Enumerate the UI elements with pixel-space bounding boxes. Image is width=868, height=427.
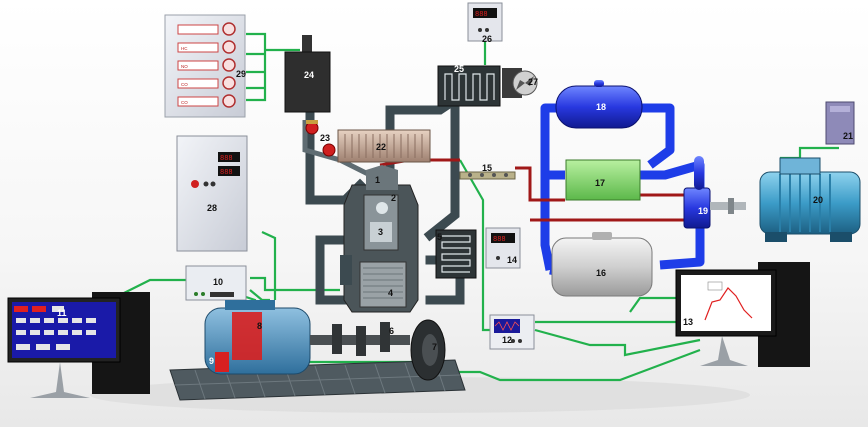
label-23: 23 xyxy=(320,133,330,143)
motor-controller xyxy=(825,101,855,145)
label-4: 4 xyxy=(388,288,393,298)
heat-exchanger-icon xyxy=(437,65,501,107)
label-2: 2 xyxy=(391,193,396,203)
label-15: 15 xyxy=(482,163,492,173)
computer-monitor-icon xyxy=(7,292,150,398)
flywheel-icon xyxy=(410,319,446,381)
label-11: 11 xyxy=(57,308,67,318)
analyzer-rows: HC NO CO CO xyxy=(177,24,219,107)
control-cabinet: 888 888 xyxy=(176,135,248,252)
label-22: 22 xyxy=(376,142,386,152)
analyzer-row-co2: CO xyxy=(181,100,188,105)
gauge-icon xyxy=(222,76,236,90)
label-6: 6 xyxy=(389,326,394,336)
svg-text:888: 888 xyxy=(220,155,233,163)
label-17: 17 xyxy=(595,178,605,188)
fan-icon xyxy=(502,68,538,98)
label-14: 14 xyxy=(507,255,517,265)
label-20: 20 xyxy=(813,195,823,205)
gauge-icon xyxy=(222,22,236,36)
intake-pipe xyxy=(302,120,372,178)
label-24: 24 xyxy=(304,70,314,80)
air-filter-box xyxy=(284,35,331,113)
label-8: 8 xyxy=(257,321,262,331)
fuel-rail xyxy=(459,171,516,180)
label-29: 29 xyxy=(236,69,246,79)
label-25: 25 xyxy=(454,64,464,74)
tank-icon xyxy=(555,80,643,129)
display-icon: 888 xyxy=(467,2,503,42)
gauge-icon xyxy=(222,40,236,54)
coolant-exchanger xyxy=(435,229,477,279)
hot-lines xyxy=(379,158,690,222)
label-28: 28 xyxy=(207,203,217,213)
pump xyxy=(683,156,746,229)
label-21: 21 xyxy=(843,131,853,141)
dynamometer xyxy=(204,300,311,375)
control-box xyxy=(185,265,247,301)
label-10: 10 xyxy=(213,277,223,287)
svg-text:888: 888 xyxy=(475,11,488,19)
gauge-icon xyxy=(222,94,236,108)
tank-icon xyxy=(551,232,653,297)
svg-text:888: 888 xyxy=(493,236,506,244)
callout-labels: 1 2 3 4 5 6 7 8 9 10 11 12 13 14 15 16 1… xyxy=(57,34,853,366)
label-3: 3 xyxy=(378,227,383,237)
valve-icon xyxy=(305,120,336,157)
label-1: 1 xyxy=(375,175,380,185)
oscilloscope xyxy=(489,314,535,350)
label-19: 19 xyxy=(698,206,708,216)
label-16: 16 xyxy=(596,268,606,278)
svg-text:888: 888 xyxy=(220,169,233,177)
computer-monitor-icon xyxy=(675,262,810,367)
crankshaft xyxy=(310,322,410,356)
label-27: 27 xyxy=(528,77,538,87)
gas-analyzer-panel: HC NO CO CO xyxy=(164,14,246,118)
heat-exchanger-icon xyxy=(565,159,641,201)
label-26: 26 xyxy=(482,34,492,44)
label-7: 7 xyxy=(432,342,437,352)
label-9: 9 xyxy=(209,356,214,366)
analyzer-row-no: NO xyxy=(181,64,188,69)
intercooler xyxy=(337,129,431,163)
engine-icon xyxy=(340,165,419,313)
analyzer-row-co: CO xyxy=(181,82,188,87)
label-13: 13 xyxy=(683,317,693,327)
display-icon: 888 xyxy=(485,227,521,269)
label-12: 12 xyxy=(502,335,512,345)
electric-motor-icon xyxy=(759,157,861,242)
gauge-icon xyxy=(222,58,236,72)
label-5: 5 xyxy=(437,232,442,242)
analyzer-row-hc: HC xyxy=(181,46,188,51)
label-18: 18 xyxy=(596,102,606,112)
